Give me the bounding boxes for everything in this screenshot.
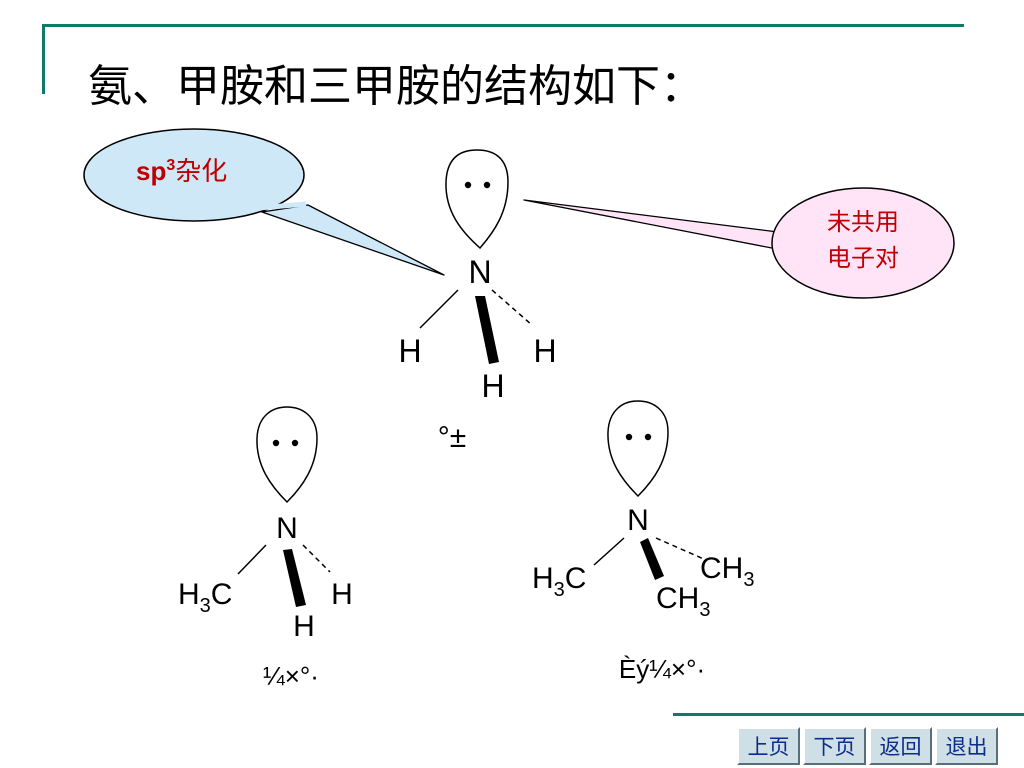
sp3-text-sup: 3 [166,157,175,174]
trimethylamine-structure: N H3C CH3 CH3 Èý¼×°· [532,400,754,684]
ammonia-lone-pair-orbital [445,149,509,250]
methylamine-nitrogen: N [276,512,298,545]
trimethylamine-caption: Èý¼×°· [619,654,705,684]
methylamine-h-right: H [331,578,353,611]
methylamine-lone-pair-orbital [256,406,318,504]
trimethylamine-lone-pair-orbital [607,400,669,498]
trimethylamine-nitrogen: N [627,504,649,537]
exit-button[interactable]: 退出 [935,727,998,765]
trimethylamine-ch3-right: CH3 [700,552,754,591]
methylamine-h3c-label: H3C [178,578,232,617]
frame-top-line [42,24,964,27]
ammonia-lone-pair-dot [464,181,472,189]
trimethylamine-lone-pair-dot [625,433,633,441]
ammonia-lone-pair-dot [483,181,491,189]
lone-pair-text-line1: 未共用 [827,208,899,236]
ammonia-bond-left [419,289,459,329]
sp3-callout-bubble [83,128,305,222]
trimethylamine-h3c-label: H3C [532,562,586,601]
lone-pair-callout-bubble [771,187,955,299]
ammonia-h-left: H [398,333,421,369]
ammonia-structure: N H H H °± [398,149,557,454]
methylamine-h3c-c: C [211,578,233,611]
sp3-text-suffix: 杂化 [175,157,227,187]
methylamine-bond-bottom-wedge [283,549,306,607]
methylamine-h3c-sub: 3 [200,595,211,617]
ammonia-caption: °± [438,421,466,454]
back-button[interactable]: 返回 [869,727,932,765]
trimethylamine-ch3-right-ch: CH [700,552,743,585]
trimethylamine-ch3-bottom-ch: CH [656,582,699,615]
prev-page-button[interactable]: 上页 [737,727,800,765]
page-title: 氨、甲胺和三甲胺的结构如下： [88,61,704,112]
frame-left-line [42,24,45,94]
methylamine-caption: ¼×°· [263,661,319,691]
methylamine-h3c-h: H [178,578,200,611]
ammonia-bond-bottom-wedge [475,296,499,364]
trimethylamine-ch3-bottom: CH3 [656,582,710,621]
trimethylamine-bond-bottom-wedge [640,538,664,580]
methylamine-bond-right-dashed [302,544,331,573]
lone-pair-callout-pointer [523,199,783,251]
trimethylamine-h3c-sub: 3 [554,579,565,601]
methylamine-structure: N H3C H H ¼×°· [178,406,353,691]
trimethylamine-bond-left [593,537,625,566]
methylamine-lone-pair-dot [272,439,280,447]
sp3-callout-pointer [261,204,445,276]
trimethylamine-ch3-bottom-sub: 3 [699,599,710,621]
trimethylamine-lone-pair-dot [644,433,652,441]
trimethylamine-h3c-c: C [565,562,587,595]
sp3-text-main: sp [136,156,166,186]
sp3-callout-text: sp3杂化 [136,156,227,187]
ammonia-bond-right-dashed [491,289,533,326]
methylamine-h-bottom: H [293,610,315,643]
frame-bottom-line [673,713,1024,716]
ammonia-h-bottom: H [481,368,504,404]
ammonia-nitrogen: N [468,254,491,290]
trimethylamine-ch3-right-sub: 3 [743,569,754,591]
lone-pair-callout: 未共用 电子对 [523,187,955,299]
ammonia-h-right: H [533,333,556,369]
trimethylamine-bond-right-dashed [655,537,707,561]
methylamine-bond-left [237,544,267,575]
trimethylamine-h3c-h: H [532,562,554,595]
methylamine-lone-pair-dot [291,439,299,447]
slide-nav: 上页 下页 返回 退出 [737,727,998,765]
lone-pair-text-line2: 电子对 [827,244,899,272]
sp3-callout: sp3杂化 [83,128,445,276]
next-page-button[interactable]: 下页 [803,727,866,765]
